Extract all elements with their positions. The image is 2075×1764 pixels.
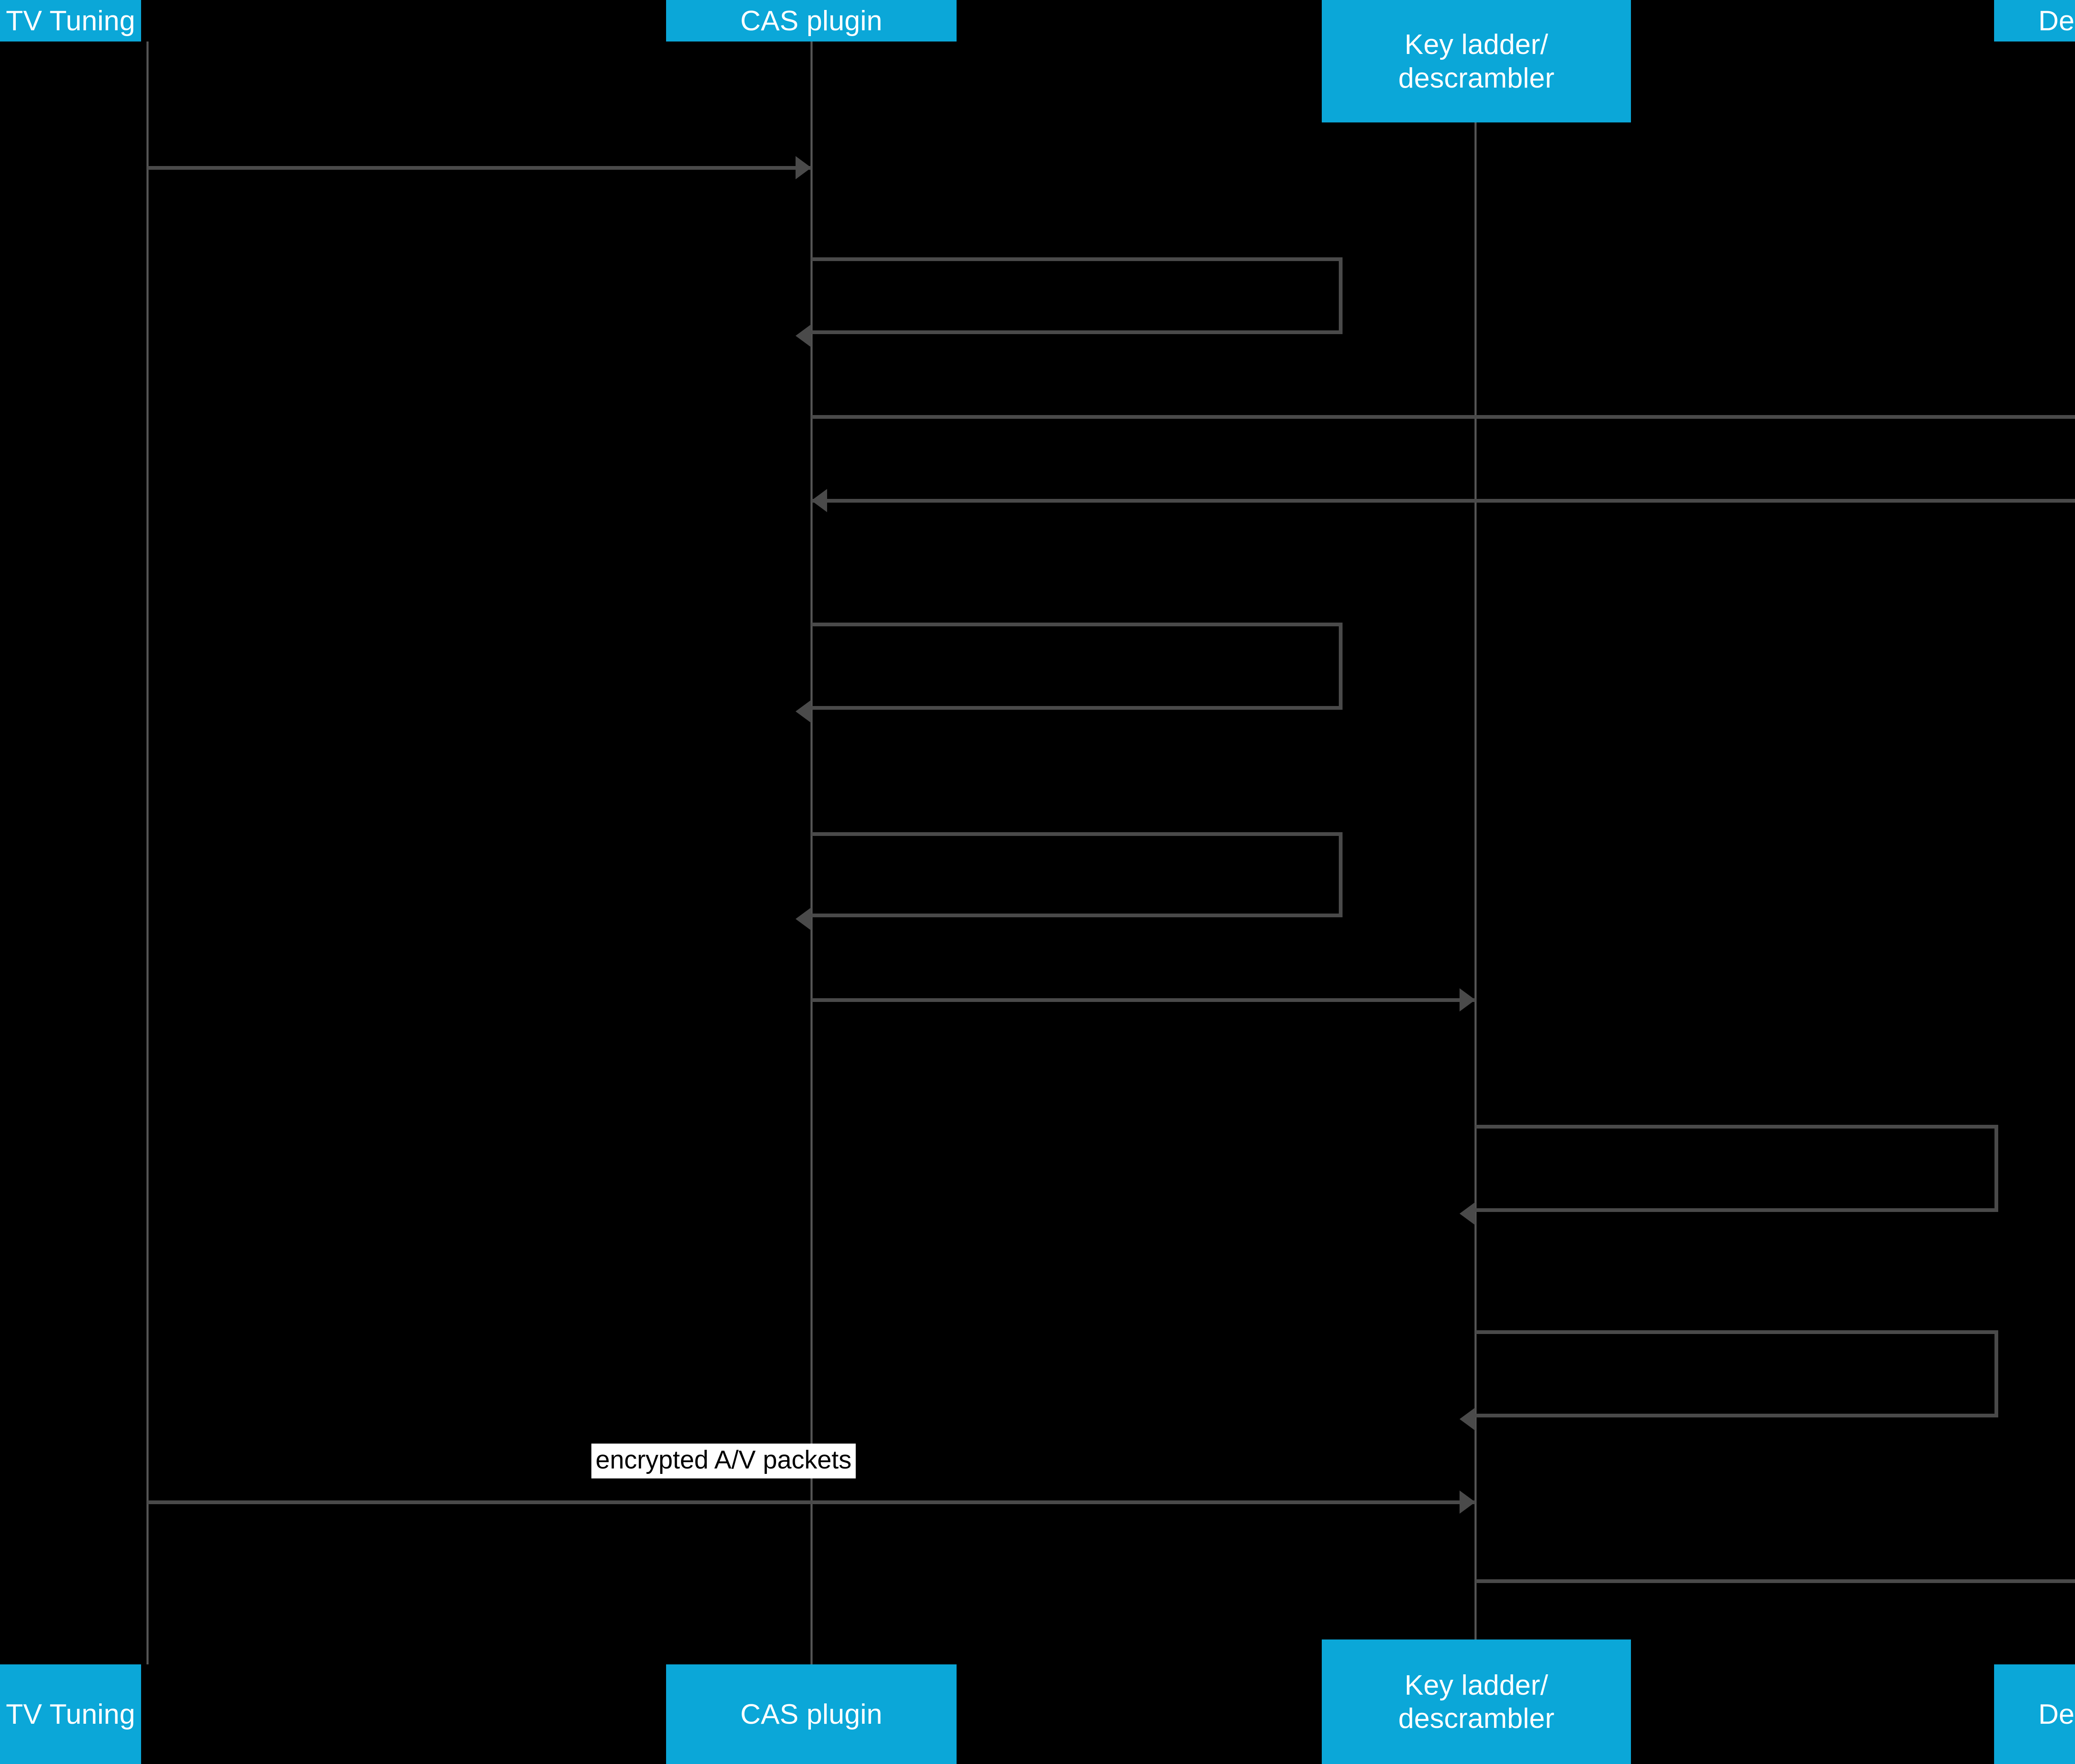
self-message-m6 bbox=[811, 832, 1343, 917]
participant-header-tv-tuning[interactable]: TV Tuning bbox=[0, 0, 141, 42]
message-line-m11 bbox=[1475, 1579, 2075, 1583]
self-message-m2 bbox=[811, 257, 1343, 334]
arrowhead-icon-m7 bbox=[1460, 988, 1475, 1011]
message-label-m10: encrypted A/V packets bbox=[591, 1444, 856, 1479]
participant-footer-cas-plugin[interactable]: CAS plugin bbox=[666, 1664, 957, 1764]
arrowhead-icon-m10 bbox=[1460, 1490, 1475, 1514]
arrowhead-icon-m1 bbox=[796, 156, 811, 179]
lifeline-tv-tuning bbox=[146, 42, 149, 1664]
arrowhead-icon-m4 bbox=[811, 489, 827, 512]
participant-footer-tv-tuning[interactable]: TV Tuning bbox=[0, 1664, 141, 1764]
participant-footer-decode-display[interactable]: Decode, display bbox=[1994, 1664, 2075, 1764]
lifeline-cas-plugin bbox=[810, 42, 813, 1664]
message-line-m3 bbox=[811, 415, 2075, 419]
self-message-m5 bbox=[811, 623, 1343, 710]
lifeline-key-ladder bbox=[1474, 122, 1477, 1639]
participant-header-decode-display[interactable]: Decode, display bbox=[1994, 0, 2075, 42]
message-line-m10 bbox=[147, 1500, 1475, 1504]
arrowhead-icon-m6 bbox=[796, 907, 811, 931]
participant-footer-key-ladder[interactable]: Key ladder/ descrambler bbox=[1322, 1639, 1631, 1764]
participant-header-cas-plugin[interactable]: CAS plugin bbox=[666, 0, 957, 42]
self-message-m8 bbox=[1475, 1125, 1998, 1212]
participant-header-key-ladder[interactable]: Key ladder/ descrambler bbox=[1322, 0, 1631, 122]
message-line-m4 bbox=[811, 499, 2075, 503]
self-message-m9 bbox=[1475, 1330, 1998, 1417]
arrowhead-icon-m2 bbox=[796, 324, 811, 347]
arrowhead-icon-m8 bbox=[1460, 1202, 1475, 1225]
message-line-m7 bbox=[811, 998, 1475, 1002]
arrowhead-icon-m5 bbox=[796, 700, 811, 723]
message-line-m1 bbox=[147, 166, 811, 170]
arrowhead-icon-m9 bbox=[1460, 1407, 1475, 1431]
